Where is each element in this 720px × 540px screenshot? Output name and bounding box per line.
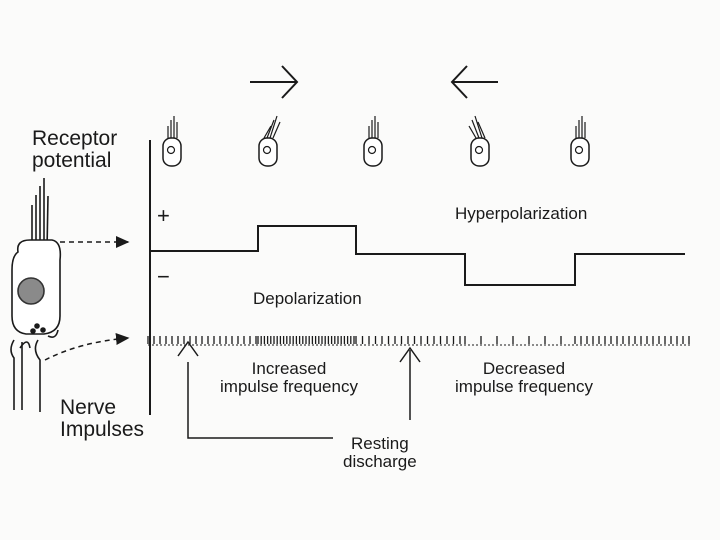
pointer-arrows	[177, 340, 421, 439]
hair-cell	[363, 116, 383, 167]
decreased-line2: impulse frequency	[455, 376, 593, 396]
receptor-cell	[10, 178, 62, 412]
hyperpolarization-label: Hyperpolarization	[455, 204, 588, 223]
receptor-label-line1: Receptor	[32, 127, 118, 150]
minus-sign: −	[157, 264, 170, 289]
increased-line2: impulse frequency	[220, 376, 358, 396]
hair-cell	[570, 116, 590, 167]
depolarization-label: Depolarization	[253, 289, 362, 308]
receptor-potential-label: Receptor potential	[32, 127, 118, 173]
nerve-dashed-arrow	[44, 333, 130, 361]
resting-discharge-label: Resting discharge	[343, 435, 417, 471]
receptor-label-line2: potential	[32, 149, 112, 173]
plus-sign: +	[157, 203, 170, 228]
hair-cell	[162, 116, 182, 167]
nerve-label-line1: Nerve	[60, 396, 117, 419]
direction-arrow-left	[450, 65, 498, 99]
hair-cell	[258, 115, 281, 167]
nerve-impulses-label: Nerve Impulses	[60, 396, 145, 442]
nerve-impulse-train	[147, 336, 690, 346]
hair-cell-row	[162, 115, 590, 167]
nerve-label-line2: Impulses	[60, 418, 145, 442]
increased-line1: Increased	[251, 359, 327, 378]
direction-arrow-right	[250, 65, 299, 99]
receptor-potential-trace	[150, 225, 685, 286]
decreased-frequency-label: Decreased impulse frequency	[455, 360, 593, 396]
resting-line2: discharge	[343, 451, 417, 471]
increased-frequency-label: Increased impulse frequency	[220, 360, 358, 396]
hair-cell	[468, 115, 490, 167]
resting-line1: Resting	[351, 434, 409, 453]
decreased-line1: Decreased	[482, 359, 566, 378]
